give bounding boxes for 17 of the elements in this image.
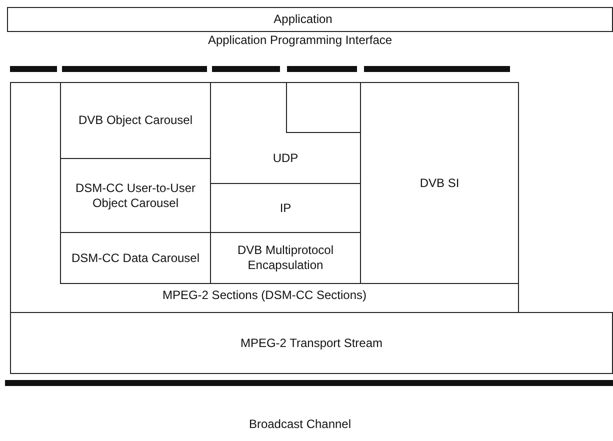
layer-name: DSM-CC User-to-User Object Carousel — [74, 181, 196, 211]
empty-box — [286, 82, 361, 133]
layer-box — [60, 232, 211, 284]
layer-name: DVB SI — [418, 176, 460, 191]
layer-name: IP — [278, 201, 292, 216]
layer-box — [10, 312, 613, 374]
layer-box — [10, 82, 519, 313]
layer-name: DVB Multiprotocol Encapsulation — [236, 243, 335, 273]
layer-name: Application — [272, 12, 334, 27]
layer-name: UDP — [272, 151, 300, 166]
layer-name: MPEG-2 Transport Stream — [239, 336, 384, 351]
layer-caption: Application Programming Interface — [206, 33, 394, 47]
layer-name: DVB Object Carousel — [77, 113, 194, 128]
layer-name: DSM-CC Data Carousel — [70, 251, 201, 266]
layer-box — [7, 7, 613, 32]
layer-caption: Broadcast Channel — [248, 417, 352, 431]
layer-name: MPEG-2 Sections (DSM-CC Sections) — [161, 288, 368, 303]
